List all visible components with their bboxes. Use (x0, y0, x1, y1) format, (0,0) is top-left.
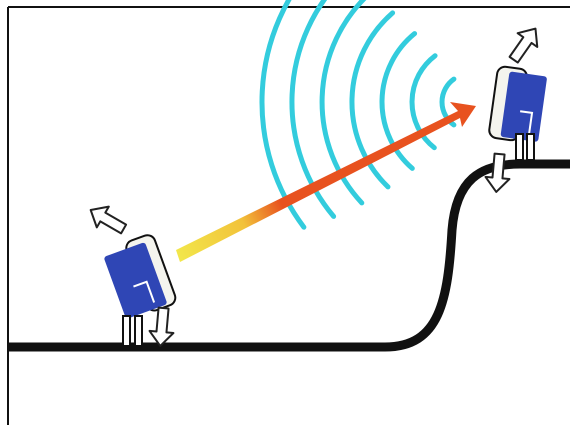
arrow-down-icon (148, 307, 175, 347)
right-device (488, 66, 548, 144)
arrow-up-left-icon (85, 200, 130, 240)
right-device-leg (516, 134, 523, 160)
left-device-legs (123, 316, 142, 346)
sound-waves (262, 0, 454, 227)
ground-profile (8, 164, 570, 347)
left-device-leg (135, 316, 142, 346)
arrow-up-right-icon (504, 22, 545, 67)
left-device-leg (123, 316, 130, 346)
right-device-leg (527, 134, 534, 160)
